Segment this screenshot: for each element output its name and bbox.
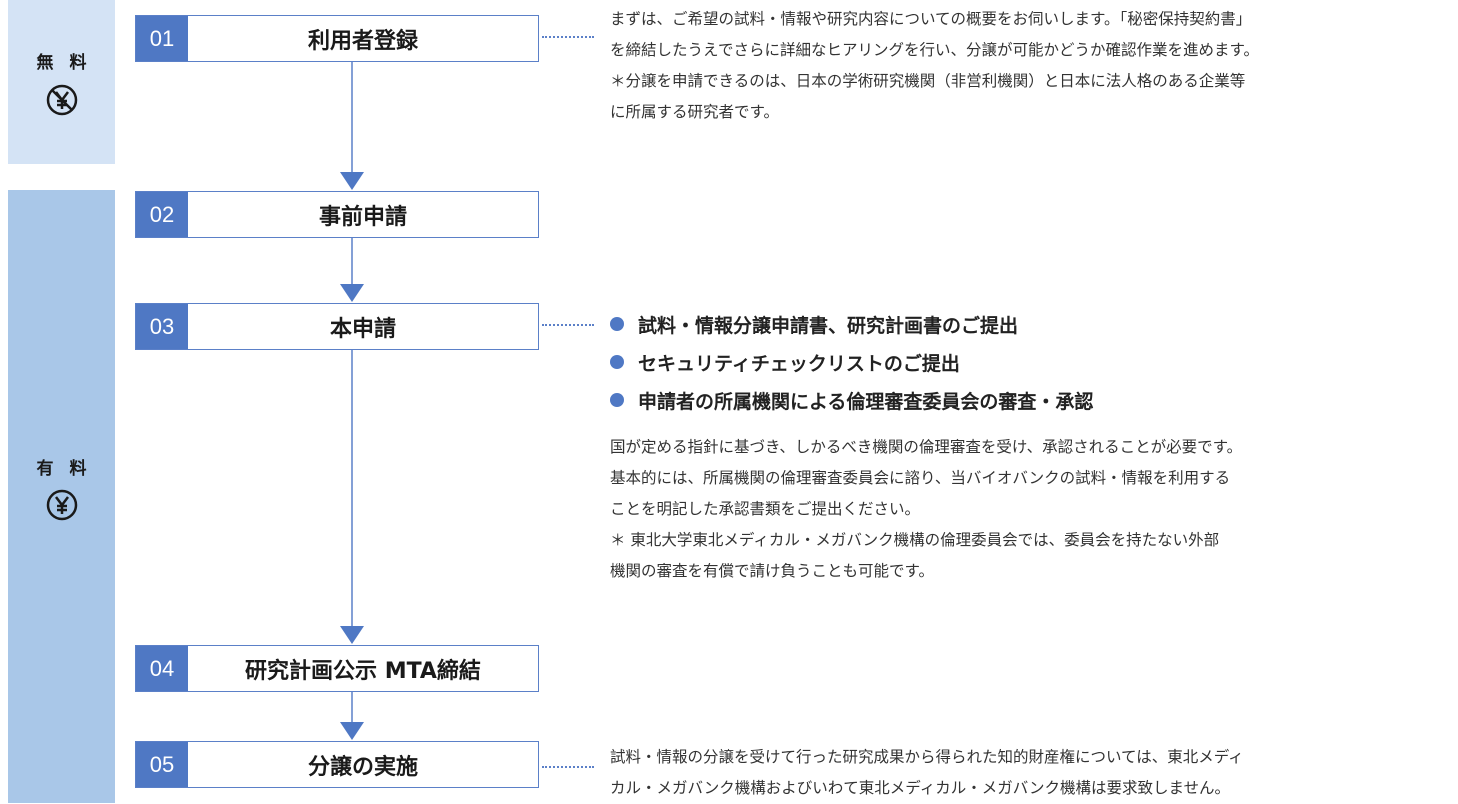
- bullet-text: 申請者の所属機関による倫理審査委員会の審査・承認: [638, 390, 1094, 413]
- step-05-description: 試料・情報の分譲を受けて行った研究成果から得られた知的財産権については、東北メデ…: [610, 742, 1244, 804]
- desc-line: 試料・情報の分譲を受けて行った研究成果から得られた知的財産権については、東北メデ…: [610, 748, 1244, 766]
- desc-line: を締結したうえでさらに詳細なヒアリングを行い、分譲が可能かどうか確認作業を進めま…: [610, 41, 1259, 59]
- step-04: 04 研究計画公示 MTA締結: [135, 645, 539, 692]
- step-01: 01 利用者登録: [135, 15, 539, 62]
- bullet-dot-icon: [610, 355, 624, 369]
- bullet-item: 申請者の所属機関による倫理審査委員会の審査・承認: [610, 381, 1093, 419]
- step-03: 03 本申請: [135, 303, 539, 350]
- bullet-dot-icon: [610, 317, 624, 331]
- step-03-bullets: 試料・情報分譲申請書、研究計画書のご提出 セキュリティチェックリストのご提出 申…: [610, 305, 1093, 419]
- step-05: 05 分譲の実施: [135, 741, 539, 788]
- yen-icon: [46, 489, 78, 521]
- desc-line: 機関の審査を有償で請け負うことも可能です。: [610, 562, 934, 580]
- bullet-item: セキュリティチェックリストのご提出: [610, 343, 1093, 381]
- leader-dots-01: [542, 36, 594, 38]
- step-title: 研究計画公示 MTA締結: [245, 658, 481, 684]
- no-yen-icon: [46, 84, 78, 116]
- step-01-description: まずは、ご希望の試料・情報や研究内容についての概要をお伺いします。「秘密保持契約…: [610, 4, 1259, 128]
- free-band: 無 料: [8, 0, 115, 164]
- step-02: 02 事前申請: [135, 191, 539, 238]
- desc-line: 国が定める指針に基づき、しかるべき機関の倫理審査を受け、承認されることが必要です…: [610, 438, 1243, 456]
- bullet-text: 試料・情報分譲申請書、研究計画書のご提出: [638, 314, 1019, 337]
- step-number: 01: [136, 16, 188, 61]
- desc-line: 基本的には、所属機関の倫理審査委員会に諮り、当バイオバンクの試料・情報を利用する: [610, 469, 1231, 487]
- paid-label: 有 料: [36, 459, 92, 479]
- paid-band: 有 料: [8, 190, 115, 803]
- step-number: 03: [136, 304, 188, 349]
- step-number: 02: [136, 192, 188, 237]
- step-title: 事前申請: [318, 204, 407, 230]
- leader-dots-05: [542, 766, 594, 768]
- desc-line: まずは、ご希望の試料・情報や研究内容についての概要をお伺いします。「秘密保持契約…: [610, 10, 1252, 28]
- desc-line: ＊分譲を申請できるのは、日本の学術研究機関（非営利機関）と日本に法人格のある企業…: [610, 72, 1246, 90]
- desc-line: に所属する研究者です。: [610, 103, 779, 121]
- bullet-text: セキュリティチェックリストのご提出: [638, 352, 960, 375]
- leader-dots-03: [542, 324, 594, 326]
- step-title: 分譲の実施: [307, 754, 418, 780]
- desc-line: ことを明記した承認書類をご提出ください。: [610, 500, 921, 518]
- step-03-description: 国が定める指針に基づき、しかるべき機関の倫理審査を受け、承認されることが必要です…: [610, 432, 1242, 587]
- desc-line: ＊ 東北大学東北メディカル・メガバンク機構の倫理委員会では、委員会を持たない外部: [610, 531, 1220, 549]
- bullet-item: 試料・情報分譲申請書、研究計画書のご提出: [610, 305, 1093, 343]
- bullet-dot-icon: [610, 393, 624, 407]
- free-label: 無 料: [36, 53, 92, 73]
- step-title: 本申請: [329, 316, 396, 342]
- step-number: 04: [136, 646, 188, 691]
- step-title: 利用者登録: [307, 28, 418, 54]
- desc-line: カル・メガバンク機構およびいわて東北メディカル・メガバンク機構は要求致しません。: [610, 779, 1231, 797]
- step-number: 05: [136, 742, 188, 787]
